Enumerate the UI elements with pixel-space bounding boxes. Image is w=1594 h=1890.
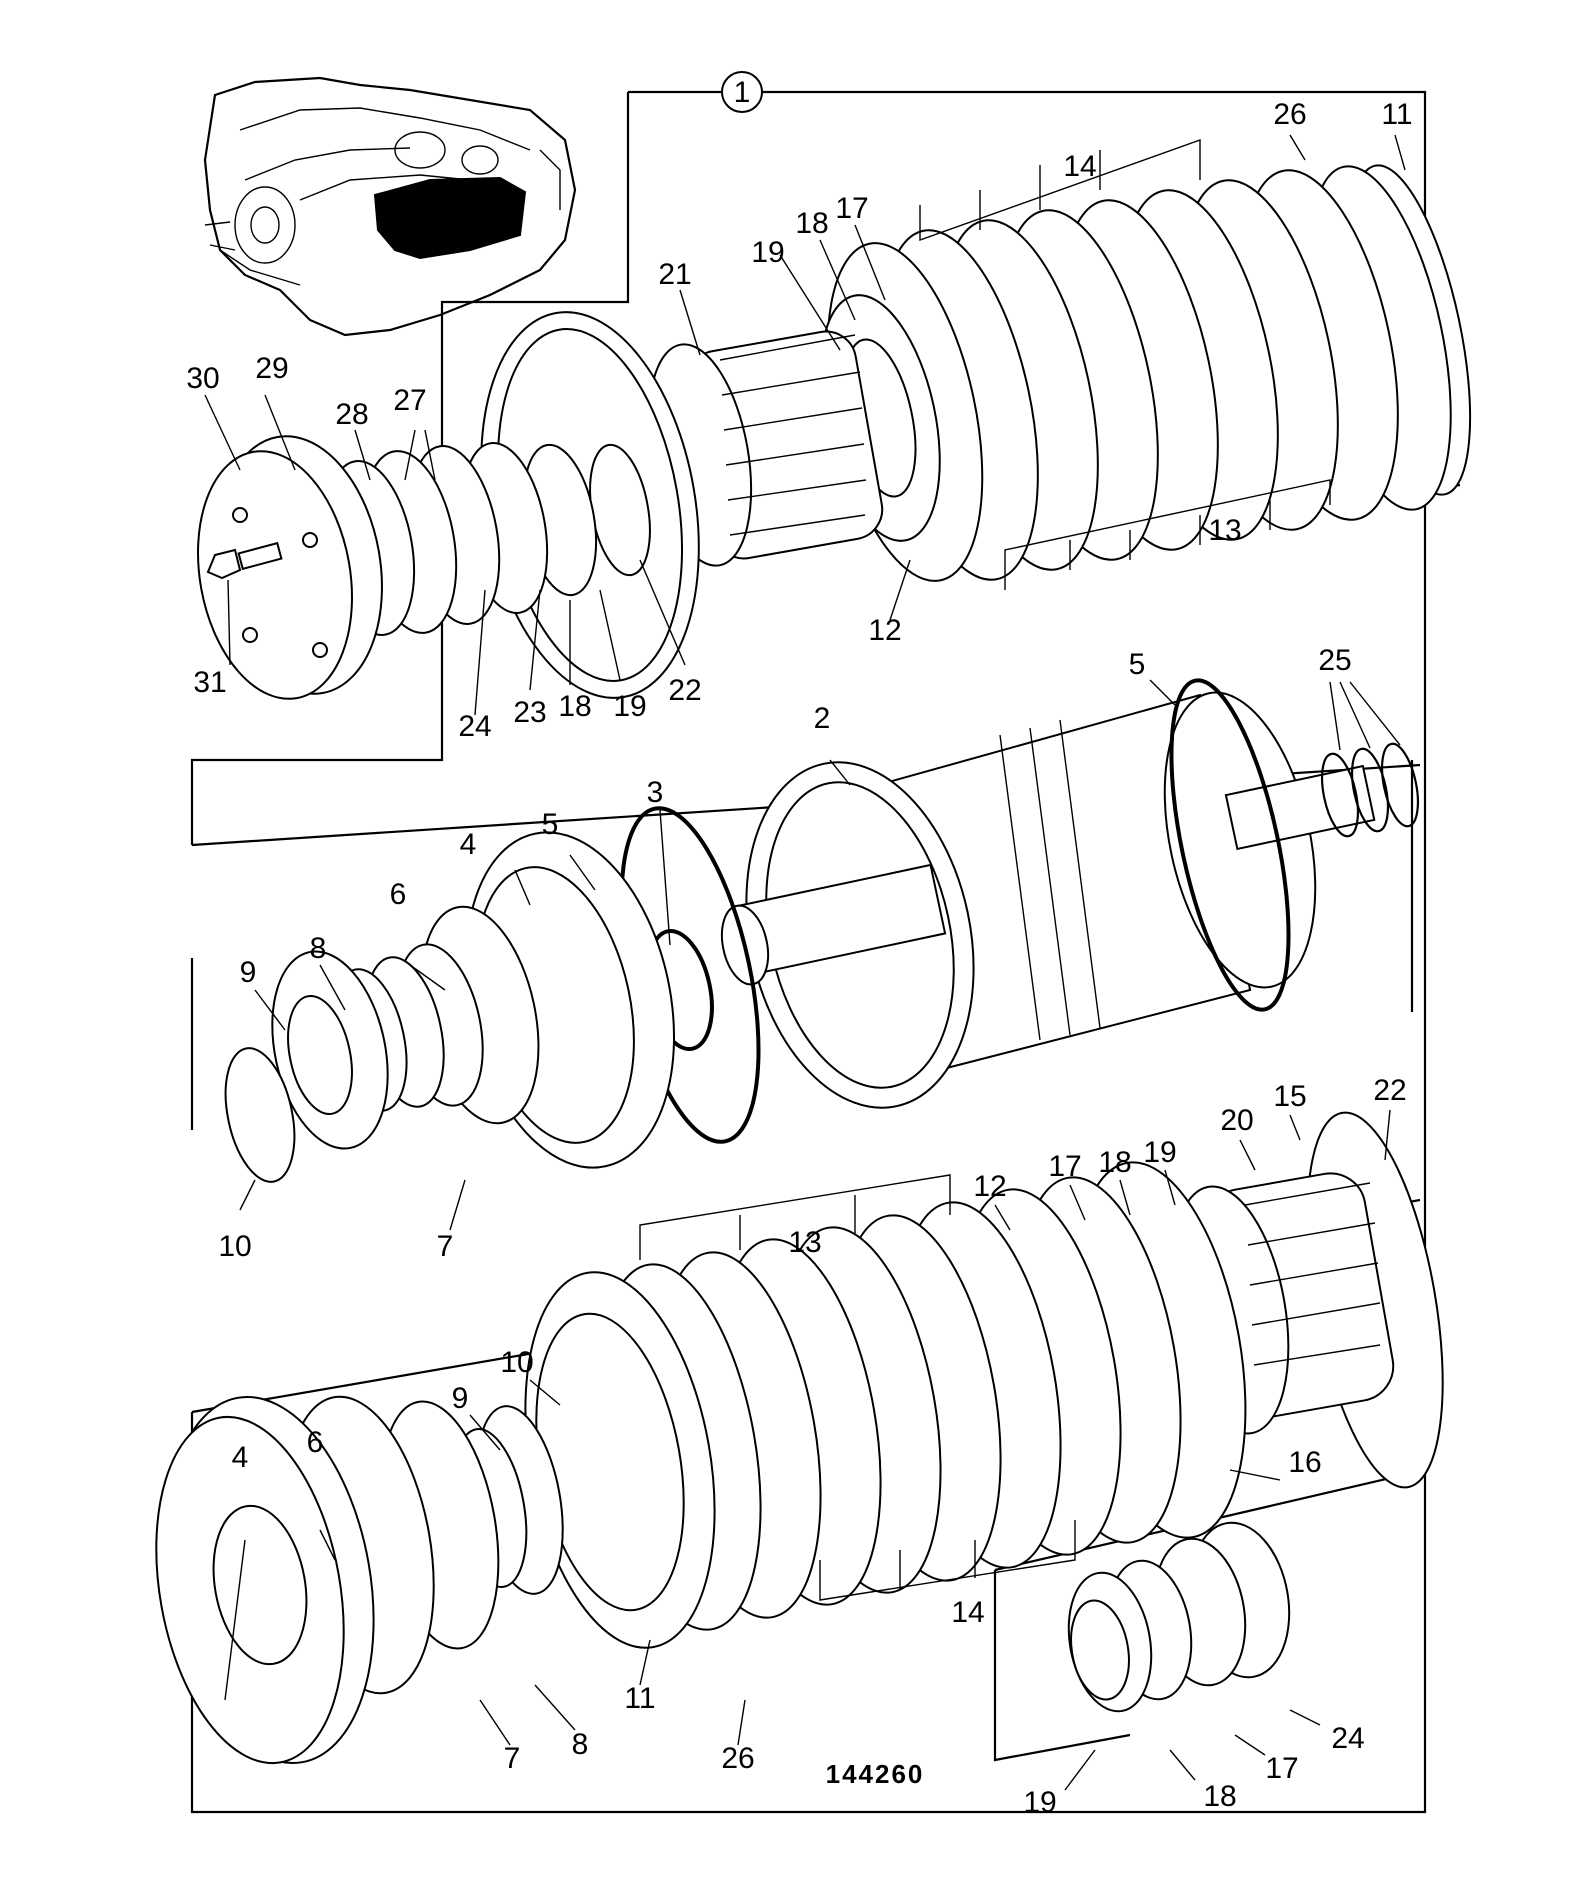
label-16: 16 (1288, 1446, 1321, 1479)
label-8b: 8 (572, 1728, 589, 1761)
label-17d: 17 (1265, 1752, 1298, 1785)
piston-group (224, 806, 761, 1183)
label-11: 11 (1381, 98, 1412, 131)
label-29: 29 (255, 352, 288, 385)
label-24: 24 (458, 710, 491, 743)
label-18b: 18 (558, 690, 591, 723)
label-12: 12 (868, 614, 901, 647)
label-5-top: 5 (1129, 648, 1146, 681)
label-7b: 7 (504, 1742, 521, 1775)
label-2: 2 (814, 702, 831, 735)
bottom-assembly (155, 1111, 1444, 1765)
label-22: 22 (668, 674, 701, 707)
callout-circle (721, 71, 763, 113)
label-7: 7 (437, 1230, 454, 1263)
label-6b: 6 (307, 1426, 324, 1459)
label-18c: 18 (1098, 1146, 1131, 1179)
middle-assembly (224, 678, 1420, 1183)
top-cover-plate (197, 435, 383, 700)
leader-lines (204, 134, 1406, 1791)
label-9b: 9 (452, 1382, 469, 1415)
labels-bottom: 15 22 20 19 18 17 12 13 10 9 6 4 16 14 1… (232, 1074, 1407, 1819)
label-4b: 4 (232, 1441, 249, 1474)
label-14: 14 (1063, 150, 1096, 183)
label-26b: 26 (721, 1742, 754, 1775)
label-28: 28 (335, 398, 368, 431)
label-20: 20 (1220, 1104, 1253, 1137)
label-10b: 10 (500, 1346, 533, 1379)
reference-number: 144260 (826, 1759, 925, 1789)
label-10: 10 (218, 1230, 251, 1263)
label-19c: 19 (1143, 1136, 1176, 1169)
label-25: 25 (1318, 644, 1351, 677)
label-9: 9 (240, 956, 257, 989)
label-27: 27 (393, 384, 426, 417)
label-17: 17 (835, 192, 868, 225)
label-31: 31 (193, 666, 226, 699)
label-3: 3 (647, 776, 664, 809)
seal-rings-25 (1320, 742, 1420, 838)
label-12b: 12 (973, 1170, 1006, 1203)
label-22b: 22 (1373, 1074, 1406, 1107)
label-26: 26 (1273, 98, 1306, 131)
label-19d: 19 (1023, 1786, 1056, 1819)
label-18: 18 (795, 207, 828, 240)
label-14b: 14 (951, 1596, 984, 1629)
label-5: 5 (542, 808, 559, 841)
top-assembly (197, 164, 1472, 700)
callout-number: 1 (734, 76, 751, 109)
label-21: 21 (658, 258, 691, 291)
label-11b: 11 (624, 1682, 655, 1715)
bottom-clutch-pack (524, 1161, 1247, 1649)
label-18d: 18 (1203, 1780, 1236, 1813)
label-15: 15 (1273, 1080, 1306, 1113)
label-4: 4 (460, 828, 477, 861)
label-8: 8 (310, 932, 327, 965)
labels-middle: 5 25 2 3 4 5 6 8 9 10 7 (218, 644, 1351, 1263)
label-13: 13 (1208, 514, 1241, 547)
engine-location-thumbnail (203, 76, 577, 337)
labels-top: 26 11 14 17 18 19 21 30 29 28 27 13 12 3… (186, 98, 1412, 743)
label-30: 30 (186, 362, 219, 395)
label-13b: 13 (788, 1226, 821, 1259)
label-19: 19 (751, 236, 784, 269)
bottom-piston-group (155, 1395, 564, 1765)
inset-bearing-group (1067, 1521, 1291, 1713)
label-24b: 24 (1331, 1722, 1364, 1755)
label-6: 6 (390, 878, 407, 911)
label-17c: 17 (1048, 1150, 1081, 1183)
label-23: 23 (513, 696, 546, 729)
label-19b: 19 (613, 690, 646, 723)
top-clutch-pack (819, 164, 1472, 582)
